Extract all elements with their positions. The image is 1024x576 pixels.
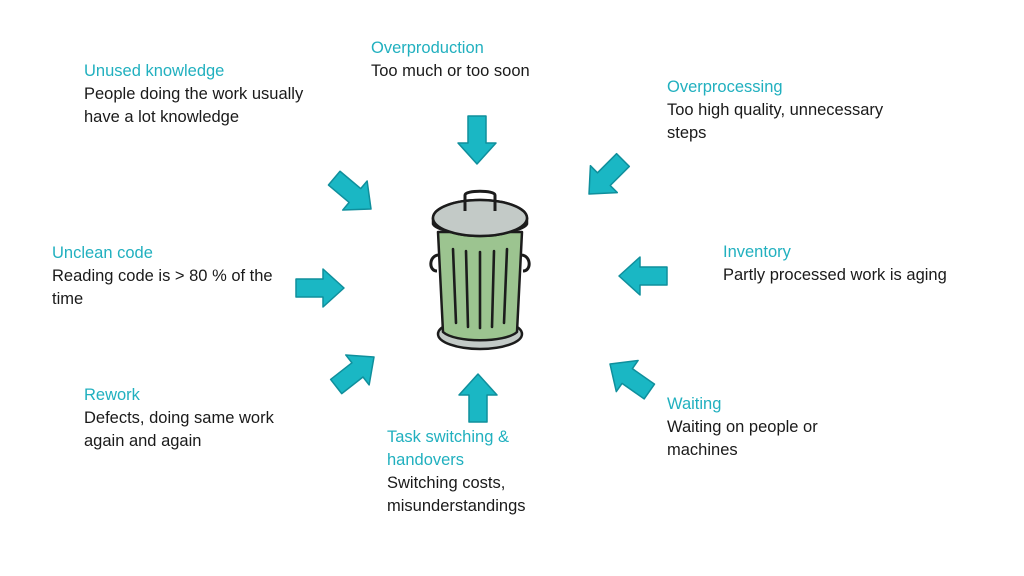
waste-unclean-code: Unclean code Reading code is > 80 % of t… — [52, 242, 287, 311]
arrow-right-icon — [295, 268, 345, 308]
arrow-down-left-icon — [574, 145, 638, 209]
waste-title: Rework — [84, 386, 140, 404]
arrow-up-icon — [458, 373, 498, 423]
waste-overproduction: Overproduction Too much or too soon — [371, 37, 601, 83]
waste-description: People doing the work usually have a lot… — [84, 85, 304, 126]
waste-description: Partly processed work is aging — [723, 266, 947, 284]
arrow-down-icon — [457, 115, 497, 165]
waste-title: Waiting — [667, 395, 722, 413]
arrow-up-left-icon — [598, 347, 661, 408]
trash-can-icon — [429, 189, 531, 351]
waste-inventory: Inventory Partly processed work is aging — [723, 241, 983, 287]
waste-description: Too much or too soon — [371, 62, 530, 80]
waste-title: Inventory — [723, 243, 791, 261]
waste-title: Task switching & handovers — [387, 428, 509, 469]
waste-overprocessing: Overprocessing Too high quality, unneces… — [667, 76, 907, 145]
waste-unused-knowledge: Unused knowledge People doing the work u… — [84, 60, 334, 129]
waste-description: Defects, doing same work again and again — [84, 409, 274, 450]
waste-description: Too high quality, unnecessary steps — [667, 101, 884, 142]
waste-description: Waiting on people or machines — [667, 418, 818, 459]
waste-description: Reading code is > 80 % of the time — [52, 267, 273, 308]
waste-task-switching: Task switching & handovers Switching cos… — [387, 426, 547, 518]
waste-rework: Rework Defects, doing same work again an… — [84, 384, 304, 453]
waste-title: Unused knowledge — [84, 62, 225, 80]
waste-waiting: Waiting Waiting on people or machines — [667, 393, 857, 462]
arrow-left-icon — [618, 256, 668, 296]
waste-title: Overprocessing — [667, 78, 783, 96]
waste-description: Switching costs, misunderstandings — [387, 474, 526, 515]
arrow-up-right-icon — [323, 341, 387, 403]
arrow-down-right-icon — [321, 162, 384, 225]
waste-title: Unclean code — [52, 244, 153, 262]
waste-title: Overproduction — [371, 39, 484, 57]
